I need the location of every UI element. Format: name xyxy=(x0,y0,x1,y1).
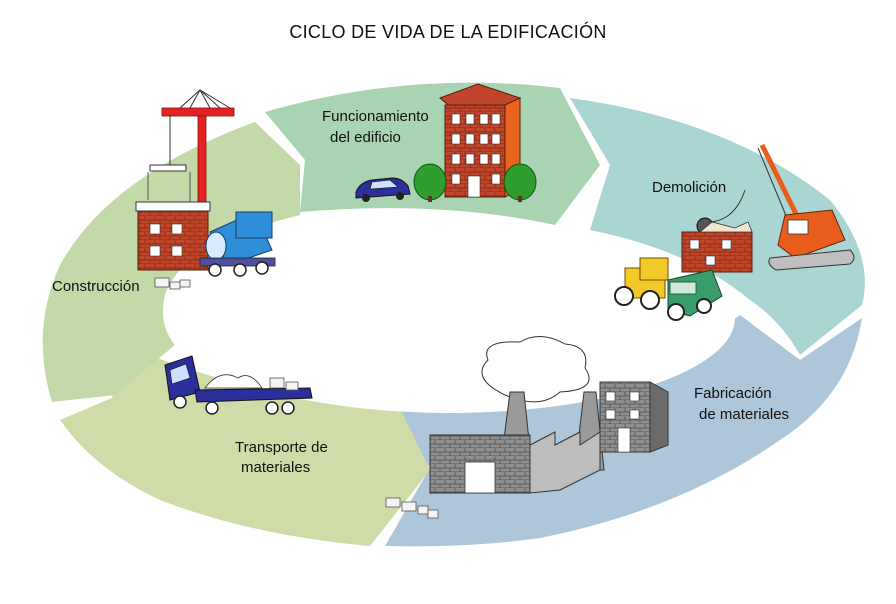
building-illustration xyxy=(355,83,537,202)
label-fabricacion-line1: Fabricación xyxy=(694,385,772,402)
demolition-illustration xyxy=(614,143,855,321)
label-funcionamiento-line2: del edificio xyxy=(330,129,401,146)
label-demolicion: Demolición xyxy=(652,179,726,196)
segment-funcionamiento xyxy=(265,82,600,225)
label-transporte-line1: Transporte de xyxy=(235,439,328,456)
segment-transporte xyxy=(60,345,430,546)
label-fabricacion-line2: de materiales xyxy=(699,406,789,423)
label-funcionamiento-line1: Funcionamiento xyxy=(322,108,429,125)
construction-illustration xyxy=(135,88,276,290)
diagram-title: CICLO DE VIDA DE LA EDIFICACIÓN xyxy=(289,22,607,42)
label-transporte-line2: materiales xyxy=(241,459,310,476)
transport-truck-illustration xyxy=(164,355,313,415)
label-construccion: Construcción xyxy=(52,278,140,295)
factory-illustration xyxy=(385,336,669,519)
ring-center xyxy=(165,223,735,413)
